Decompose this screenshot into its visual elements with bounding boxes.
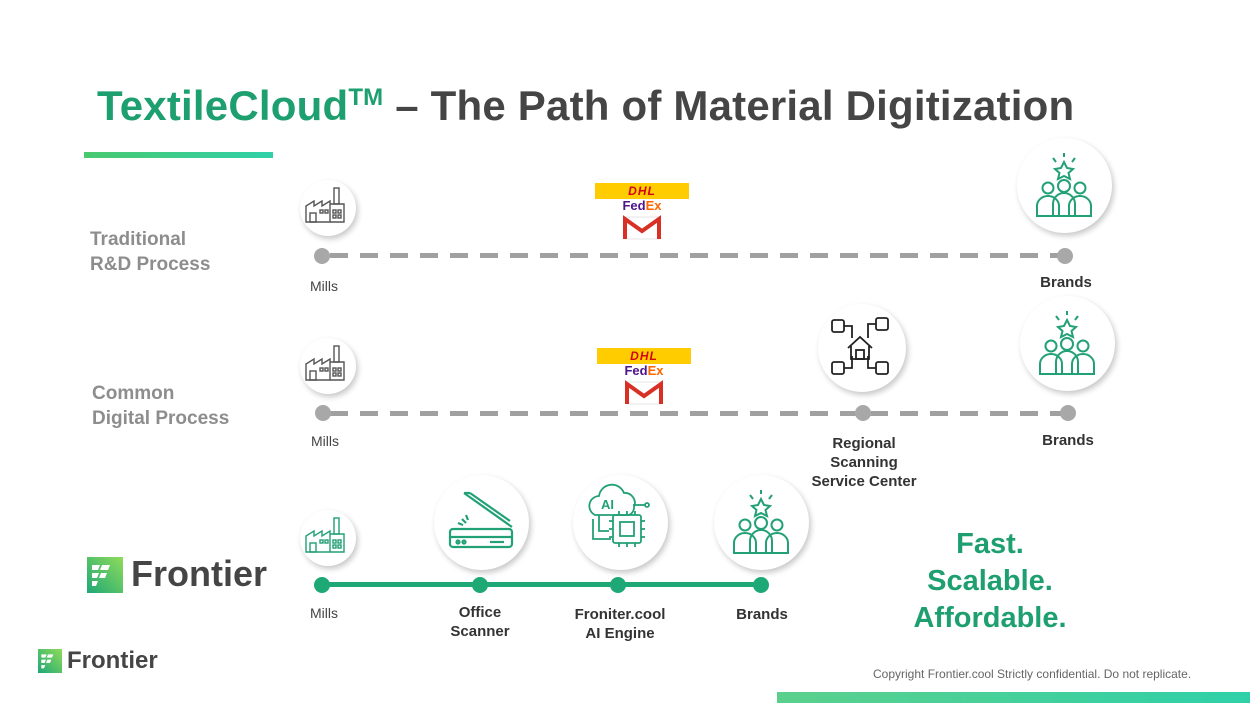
- frontier-solid-line: [322, 582, 762, 587]
- frontier-scanner-label: Office Scanner: [420, 603, 540, 641]
- traditional-mills-dot: [314, 248, 330, 264]
- traditional-label-line1: Traditional: [90, 229, 187, 250]
- footer-logo: Frontier: [38, 647, 178, 674]
- page-title: TextileCloudTM – The Path of Material Di…: [97, 82, 1074, 130]
- frontier-logo-icon: [38, 649, 62, 673]
- traditional-dashed-line: [330, 253, 1060, 258]
- brands-group-icon: [733, 490, 789, 554]
- factory-icon: [305, 345, 345, 381]
- svg-text:AI: AI: [601, 497, 614, 512]
- traditional-mills-label: Mills: [310, 278, 338, 294]
- frontier-scanner-line1: Office: [458, 604, 502, 621]
- frontier-brands-label: Brands: [702, 605, 822, 624]
- frontier-ai-line2: AI Engine: [585, 625, 655, 642]
- scanning-center-circle: [818, 304, 906, 392]
- factory-icon: [305, 187, 345, 223]
- gmail-icon: [623, 215, 661, 240]
- frontier-mills-dot: [314, 577, 330, 593]
- frontier-row-logo: Frontier: [87, 553, 287, 594]
- frontier-mills-label: Mills: [264, 604, 384, 623]
- fedex-ex: Ex: [645, 198, 662, 213]
- digital-label-line2: Digital Process: [92, 408, 230, 429]
- slogan-line-fast: Fast.: [956, 528, 1024, 560]
- digital-brands-dot: [1060, 405, 1076, 421]
- digital-mills-label: Mills: [311, 433, 339, 449]
- fedex-logo: FedEx: [595, 199, 689, 213]
- frontier-row-logo-text: Frontier: [131, 553, 268, 594]
- scanner-icon: [448, 491, 514, 549]
- frontier-ai-dot: [610, 577, 626, 593]
- digital-row-label: Common Digital Process: [92, 381, 229, 431]
- frontier-ai-line1: Froniter.cool: [574, 606, 666, 623]
- frontier-logo-icon: [87, 557, 123, 593]
- traditional-row-label: Traditional R&D Process: [90, 227, 210, 277]
- ai-engine-circle: AI: [573, 475, 668, 570]
- frontier-brands-dot: [753, 577, 769, 593]
- brands-circle-2: [1020, 296, 1115, 391]
- digital-brands-label: Brands: [1042, 432, 1094, 449]
- fedex-ex: Ex: [647, 363, 664, 378]
- fedex-logo: FedEx: [597, 364, 691, 378]
- bottom-accent-bar: [777, 692, 1250, 703]
- copyright-text: Copyright Frontier.cool Strictly confide…: [873, 667, 1192, 681]
- shipping-logos: DHL FedEx: [595, 183, 689, 246]
- traditional-brands-dot: [1057, 248, 1073, 264]
- title-tm: TM: [348, 84, 384, 111]
- frontier-scanner-dot: [472, 577, 488, 593]
- ai-chip-icon: AI: [588, 483, 650, 547]
- digital-dashed-line: [330, 411, 1062, 416]
- frontier-ai-label: Froniter.cool AI Engine: [560, 605, 680, 643]
- gmail-icon: [625, 380, 663, 405]
- frontier-brands-line1: Brands: [736, 606, 788, 623]
- frontier-scanner-line2: Scanner: [450, 623, 510, 640]
- scanning-center-label: Regional Scanning Service Center: [794, 434, 934, 491]
- brands-circle-1: [1017, 138, 1112, 233]
- scanning-label-line3: Service Center: [811, 473, 917, 490]
- scanning-label-line2: Scanning: [830, 454, 898, 471]
- fedex-fe: Fed: [624, 363, 648, 378]
- factory-icon: [305, 517, 345, 553]
- fedex-fe: Fed: [622, 198, 646, 213]
- title-rest: – The Path of Material Digitization: [383, 82, 1075, 129]
- network-house-icon: [831, 317, 889, 375]
- digital-mills-dot: [315, 405, 331, 421]
- slogan-line-scalable: Scalable.: [927, 565, 1053, 597]
- title-underline: [84, 152, 273, 158]
- mills-factory-circle: [300, 180, 356, 236]
- frontier-factory-circle: [300, 510, 356, 566]
- dhl-logo: DHL: [595, 183, 689, 199]
- frontier-brands-circle: [714, 475, 809, 570]
- traditional-brands-label: Brands: [1040, 274, 1092, 291]
- title-brand: TextileCloud: [97, 82, 349, 129]
- frontier-mills-line1: Mills: [310, 605, 338, 621]
- office-scanner-circle: [434, 475, 529, 570]
- footer-logo-text: Frontier: [67, 647, 158, 674]
- brands-group-icon: [1036, 153, 1092, 217]
- shipping-logos: DHL FedEx: [597, 348, 691, 411]
- scanning-label-line1: Regional: [832, 435, 896, 452]
- digital-scanning-dot: [855, 405, 871, 421]
- digital-label-line1: Common: [92, 383, 175, 404]
- traditional-label-line2: R&D Process: [90, 254, 211, 275]
- digital-factory-circle: [300, 338, 356, 394]
- dhl-logo: DHL: [597, 348, 691, 364]
- slogan-line-affordable: Affordable.: [913, 602, 1067, 634]
- brands-group-icon: [1039, 311, 1095, 375]
- slogan: Fast. Scalable. Affordable.: [880, 526, 1100, 637]
